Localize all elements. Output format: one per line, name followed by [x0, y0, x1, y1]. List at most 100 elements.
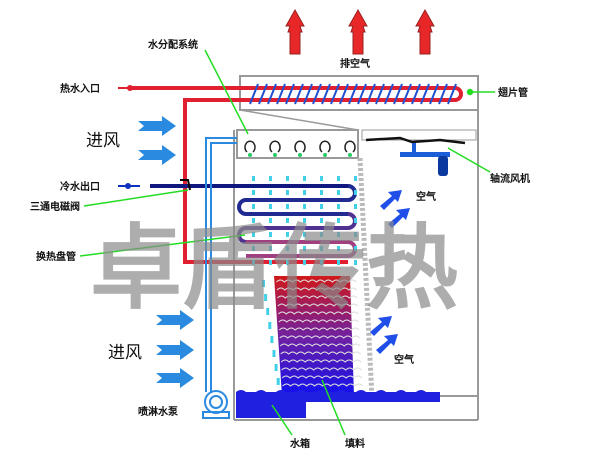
- fin: [303, 83, 313, 105]
- droplet: [354, 204, 357, 209]
- fill-wave: [277, 311, 359, 315]
- nozzle-spray: [323, 153, 327, 157]
- nozzles: [244, 140, 356, 157]
- droplet: [303, 176, 306, 181]
- fin: [357, 83, 367, 105]
- fin: [258, 83, 268, 105]
- label-air-inlet-lower: 进风: [108, 343, 142, 363]
- fin: [348, 83, 358, 105]
- droplet: [354, 246, 357, 251]
- droplet: [286, 232, 289, 237]
- droplet: [252, 204, 255, 209]
- droplet: [269, 176, 272, 181]
- droplet: [276, 378, 280, 385]
- droplet: [303, 218, 306, 223]
- nozzle-spray: [298, 153, 302, 157]
- water-basin: [236, 390, 440, 418]
- fin: [294, 83, 304, 105]
- droplet: [252, 176, 255, 181]
- droplet: [354, 218, 357, 223]
- label-air-lower: 空气: [394, 353, 414, 366]
- label-water-tank: 水箱: [289, 437, 310, 450]
- droplet: [303, 246, 306, 251]
- droplet: [320, 190, 323, 195]
- droplet: [266, 308, 270, 315]
- fill-wave: [276, 279, 357, 283]
- fill-wave: [279, 335, 361, 339]
- droplet: [354, 260, 357, 265]
- droplet: [286, 246, 289, 251]
- exhaust-arrows: [285, 9, 435, 55]
- nozzle-spray: [348, 153, 352, 157]
- droplet: [337, 260, 340, 265]
- label-water-distribution: 水分配系统: [147, 38, 198, 51]
- fin: [402, 83, 412, 105]
- fill-wave: [280, 351, 362, 355]
- droplet: [274, 364, 278, 371]
- droplet: [337, 190, 340, 195]
- fin: [411, 83, 421, 105]
- droplet: [252, 232, 255, 237]
- droplet: [252, 190, 255, 195]
- droplet: [286, 176, 289, 181]
- fin: [330, 83, 340, 105]
- spray-pump: [202, 137, 237, 419]
- fin: [393, 83, 403, 105]
- droplet: [264, 294, 268, 301]
- droplet: [252, 260, 255, 265]
- fin: [438, 83, 448, 105]
- droplet: [303, 190, 306, 195]
- droplet: [286, 260, 289, 265]
- label-fin-tube: 翅片管: [498, 86, 528, 99]
- droplet: [303, 260, 306, 265]
- droplet: [320, 246, 323, 251]
- fill-wave: [278, 327, 360, 331]
- fin: [366, 83, 376, 105]
- watermark: 卓盾传热: [90, 215, 458, 322]
- fill-wave: [277, 303, 359, 307]
- label-air-upper: 空气: [416, 190, 436, 203]
- droplet: [320, 204, 323, 209]
- droplet: [303, 204, 306, 209]
- fin: [267, 83, 277, 105]
- label-heat-exchange-coil: 换热盘管: [36, 250, 76, 263]
- fill-wave: [278, 319, 360, 323]
- fin: [249, 83, 259, 105]
- droplet: [320, 232, 323, 237]
- droplet: [320, 218, 323, 223]
- label-axial-fan: 轴流风机: [490, 172, 530, 185]
- three-way-valve-icon: [180, 179, 191, 191]
- fin-tube: [128, 83, 463, 264]
- hot-water-inlet: [118, 85, 140, 91]
- cold-water-outlet: [118, 179, 348, 191]
- droplet: [354, 190, 357, 195]
- nozzle-icon: [344, 140, 356, 153]
- fin: [285, 83, 295, 105]
- nozzle-spray: [248, 153, 252, 157]
- fill-wave: [276, 295, 358, 299]
- leader-lines: [79, 49, 495, 436]
- droplet: [337, 232, 340, 237]
- droplet: [269, 204, 272, 209]
- fill-media: [274, 276, 363, 396]
- droplet: [252, 218, 255, 223]
- axial-fan: [365, 136, 466, 176]
- spray-droplets: [252, 176, 357, 385]
- droplet: [320, 176, 323, 181]
- fin: [321, 83, 331, 105]
- droplet: [337, 218, 340, 223]
- droplet: [262, 280, 265, 287]
- fill-wave: [279, 343, 361, 347]
- droplet: [337, 204, 340, 209]
- fin: [447, 83, 457, 105]
- droplet: [320, 260, 323, 265]
- droplet: [286, 190, 289, 195]
- droplet: [272, 350, 276, 357]
- label-air-inlet-upper: 进风: [86, 131, 120, 151]
- label-spray-pump: 喷淋水泵: [138, 405, 179, 418]
- label-fill: 填料: [345, 437, 365, 450]
- droplet: [303, 232, 306, 237]
- nozzle-icon: [319, 140, 331, 153]
- droplet: [268, 322, 272, 329]
